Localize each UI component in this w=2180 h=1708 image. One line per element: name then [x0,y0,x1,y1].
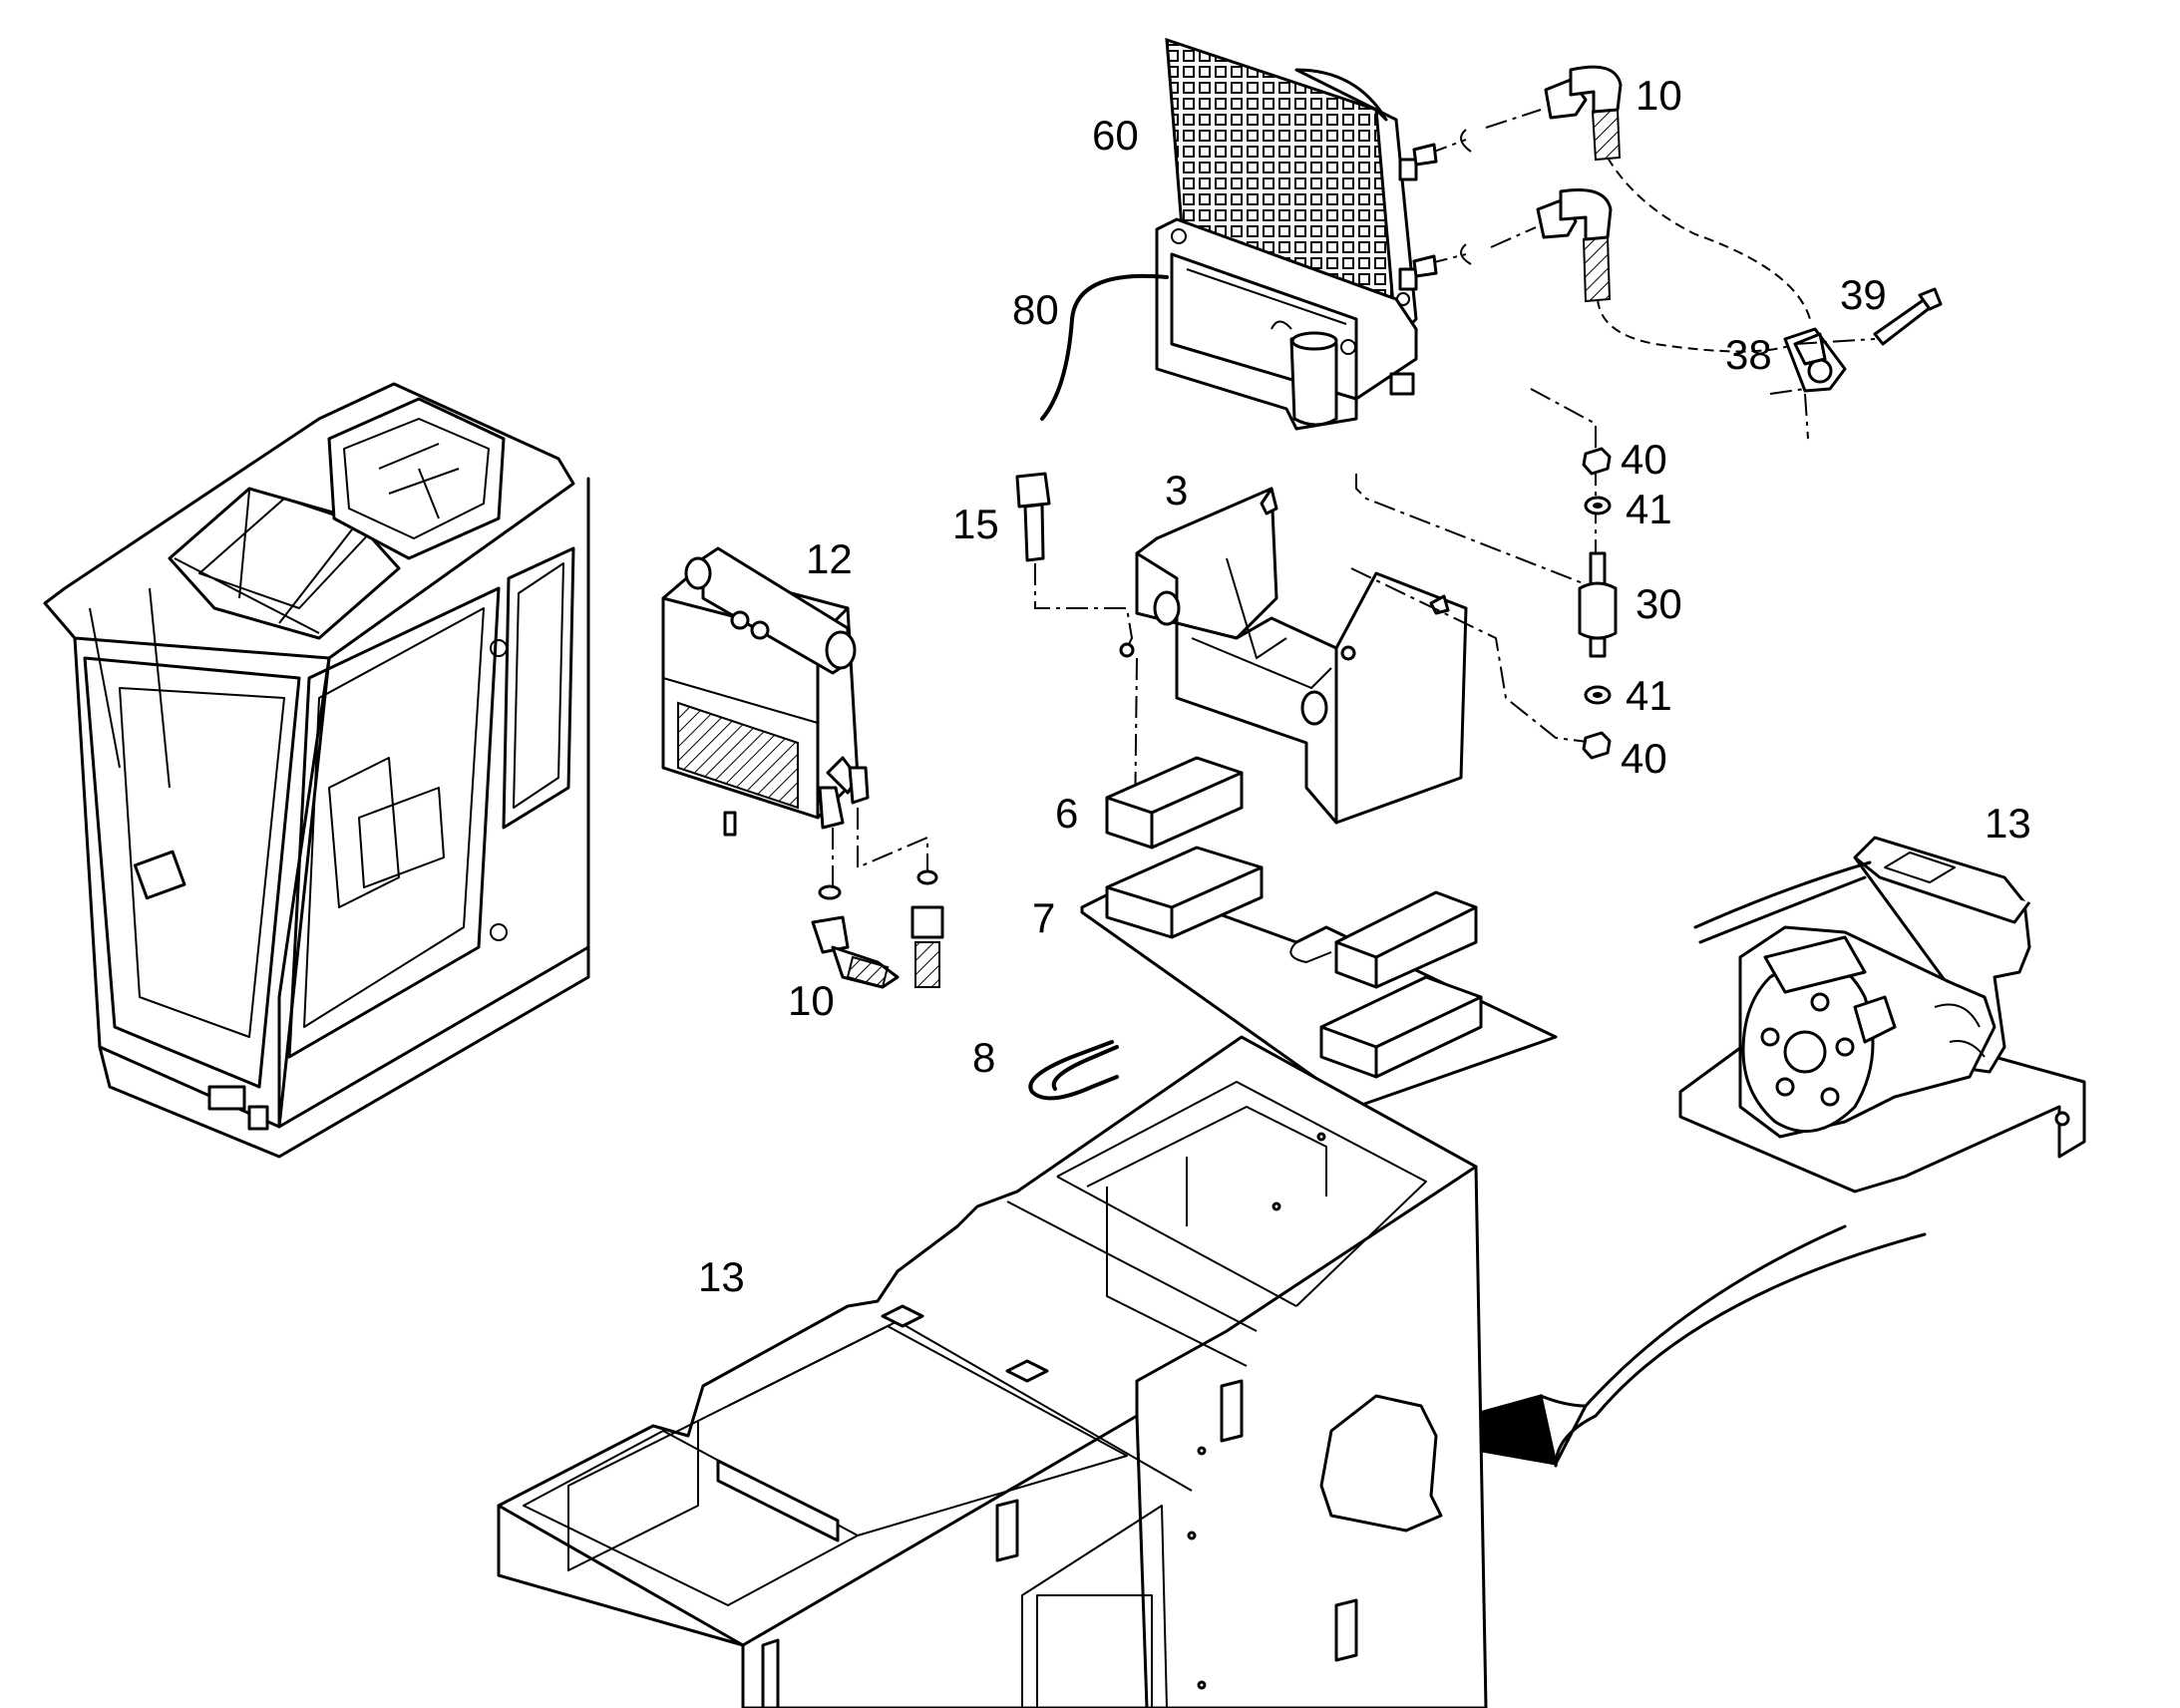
hose-fittings-top [1412,65,1811,353]
callout-60: 60 [1092,112,1139,159]
cable [1040,273,1169,421]
callout-13-compressor: 13 [1985,800,2031,847]
callout-13-frame: 13 [698,1253,745,1300]
base-frame [497,1035,1488,1708]
callout-8: 8 [972,1034,995,1081]
callout-30: 30 [1635,580,1682,627]
callout-41-top: 41 [1626,486,1672,532]
u-bolt [1028,1040,1119,1101]
callout-labels: 60 10 80 39 38 40 41 30 41 40 15 3 12 6 … [698,72,2031,1300]
hose-fittings-left [811,808,944,989]
base-plate [1080,846,1558,1109]
callout-12: 12 [806,535,853,582]
bolt [1015,472,1134,649]
callout-7: 7 [1032,894,1055,941]
callout-38: 38 [1725,331,1772,378]
callout-39: 39 [1840,271,1887,318]
mounting-bracket [1119,487,1468,825]
callout-3: 3 [1165,467,1188,513]
condenser-unit [1155,37,1418,431]
callout-6: 6 [1055,790,1078,837]
callout-15: 15 [952,501,999,547]
callout-80: 80 [1012,286,1059,333]
heater-unit [661,546,870,837]
spacer-blocks [1105,657,1244,850]
callout-10-top: 10 [1635,72,1682,119]
callout-10-left: 10 [788,977,835,1024]
operator-cab [43,382,590,1159]
compressor-assembly [1678,836,2086,1194]
isolator-stud [1350,388,1618,760]
callout-40-bottom: 40 [1621,735,1667,782]
callout-40-top: 40 [1621,436,1667,483]
clamp-and-bolt [1769,287,1943,440]
callout-41-bottom: 41 [1626,672,1672,719]
